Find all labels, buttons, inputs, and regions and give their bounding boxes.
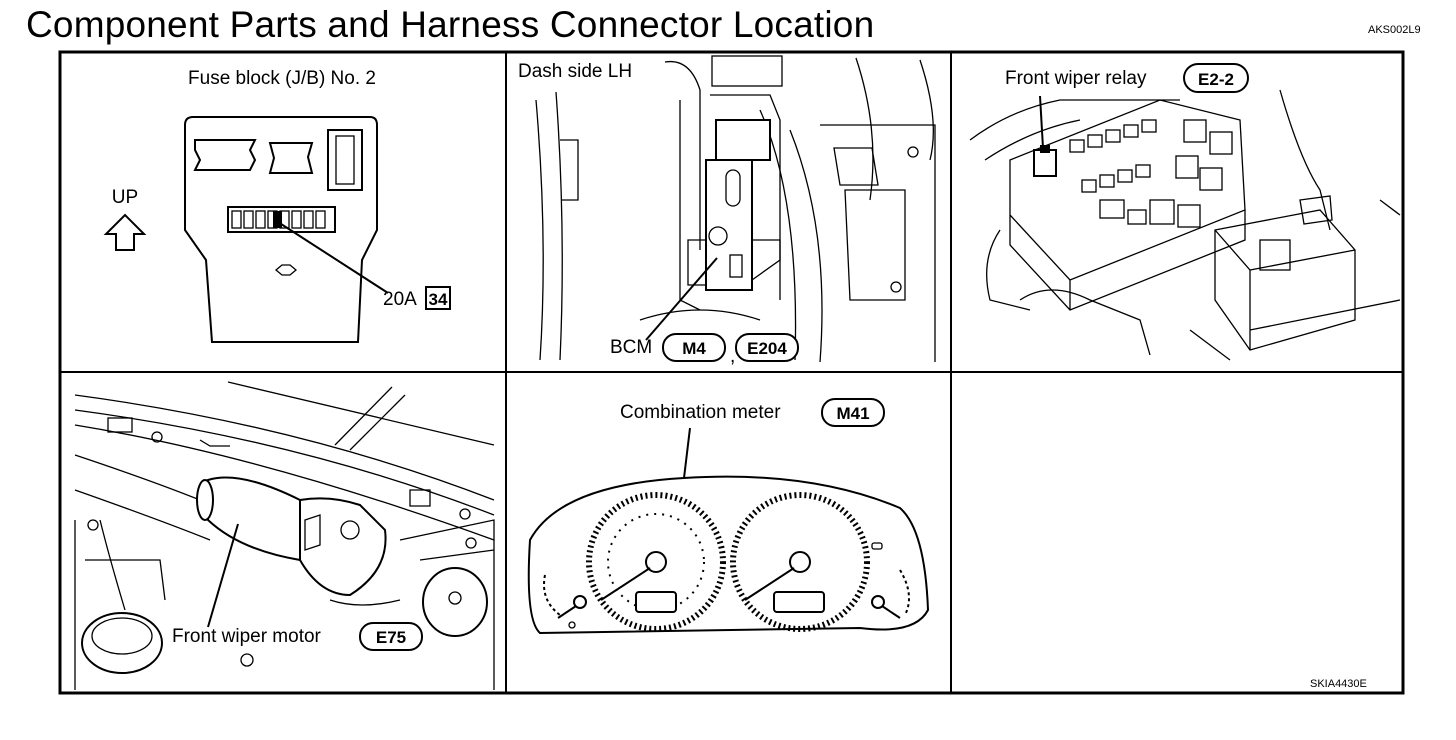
figure-code: SKIA4430E (1310, 678, 1367, 690)
relay-connector-mark (1040, 145, 1050, 153)
connector-badge-m4 (662, 333, 726, 362)
front-wiper-relay-title: Front wiper relay (1005, 68, 1147, 89)
up-arrow-icon (103, 213, 147, 251)
connector-badge-m41 (821, 398, 885, 427)
relay-slot (327, 129, 363, 191)
relay-slot (193, 139, 257, 171)
connector-badge-e75 (359, 622, 423, 651)
connector-e204: E204 (747, 339, 787, 358)
connector-separator: , (730, 346, 735, 367)
connector-e2-2: E2-2 (1198, 70, 1234, 89)
front-wiper-motor-title: Front wiper motor (172, 626, 322, 647)
connector-m41: M41 (836, 404, 869, 423)
bcm-leader-line (645, 257, 718, 341)
front-wiper-relay (1033, 149, 1057, 177)
fuse-block-title: Fuse block (J/B) No. 2 (188, 68, 376, 89)
speedometer (586, 492, 726, 632)
engine-bay-illustration (74, 381, 495, 690)
dash-side-title: Dash side LH (518, 61, 632, 82)
mounting-hole (274, 264, 298, 276)
strut-bolt (448, 591, 462, 605)
reservoir-cap (81, 612, 163, 674)
connector-m4: M4 (682, 339, 706, 358)
connector-e75: E75 (376, 628, 406, 647)
fuse-number-box (425, 286, 451, 310)
combination-meter-title: Combination meter (620, 402, 781, 423)
relay-slot-inner (335, 135, 355, 185)
up-label: UP (112, 187, 138, 208)
fuse-rating: 20A (383, 289, 417, 310)
panel-front-wiper-motor: Front wiper motor E75 (74, 381, 495, 690)
reservoir-cap-inner (91, 617, 153, 655)
bcm-label: BCM (610, 337, 652, 358)
wiper-motor (196, 476, 387, 597)
wiper-motor-leader-line (207, 523, 239, 628)
relay-grid (1069, 119, 1291, 271)
fuel-gauge (543, 574, 587, 629)
panel-fuse-block: Fuse block (J/B) No. 2 20A 34 UP (103, 68, 451, 343)
fuse-34-highlight (273, 211, 282, 228)
page-title: Component Parts and Harness Connector Lo… (26, 4, 875, 45)
connector-badge-e2-2 (1183, 63, 1249, 93)
meter-housing (527, 475, 930, 635)
temperature-gauge (871, 542, 910, 619)
fuse-number: 34 (429, 290, 448, 309)
meter-leader-line (683, 427, 691, 479)
bcm-module (705, 119, 781, 291)
fuse-leader-line (277, 221, 389, 294)
relay-leader-line (1039, 95, 1044, 149)
panel-combination-meter: Combination meter M41 (527, 398, 930, 635)
panel-dash-side: Dash side LH (518, 55, 936, 367)
relay-slot (268, 142, 314, 174)
relay-box-illustration (969, 89, 1401, 361)
document-code: AKS002L9 (1368, 24, 1421, 36)
strut-mount (422, 567, 488, 637)
connector-badge-e204 (735, 333, 799, 362)
panel-front-wiper-relay: Front wiper relay E2-2 (969, 63, 1401, 361)
tachometer (730, 492, 870, 632)
panel-grid (58, 50, 1405, 695)
